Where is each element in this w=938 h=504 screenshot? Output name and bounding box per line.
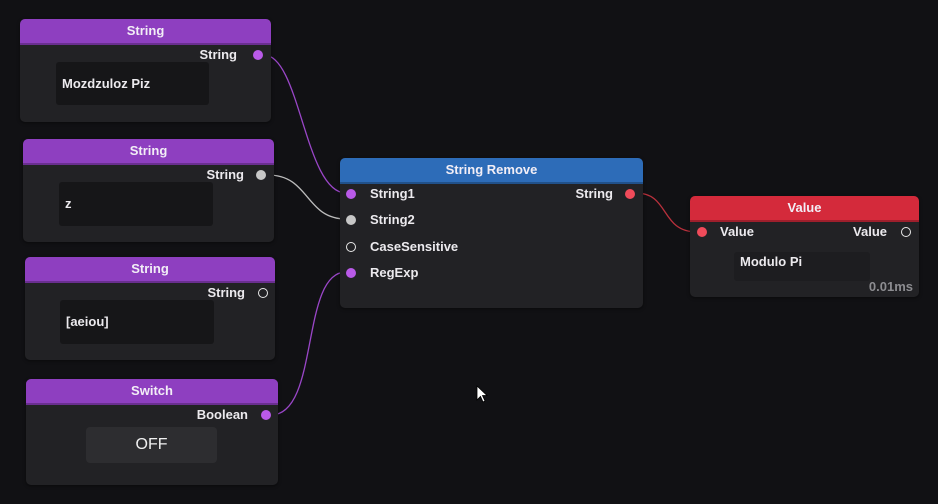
output-label: Value: [853, 224, 887, 239]
output-port-row: String: [206, 167, 244, 183]
input-port-icon[interactable]: [697, 227, 707, 237]
input-port-casesensitive-icon[interactable]: [346, 242, 356, 252]
output-label: String: [207, 285, 245, 300]
node-title[interactable]: Switch: [26, 379, 278, 405]
input-label-string1: String1: [370, 186, 415, 201]
wire-string-to-value[interactable]: [635, 192, 698, 233]
value-display[interactable]: Modulo Pi: [734, 252, 870, 281]
output-port-row: String: [199, 47, 237, 63]
input-port-regexp-icon[interactable]: [346, 268, 356, 278]
input-label-casesensitive: CaseSensitive: [370, 239, 459, 254]
node-title[interactable]: Value: [690, 196, 919, 222]
string-value-text: [aeiou]: [66, 314, 109, 329]
string-value-input[interactable]: [aeiou]: [60, 300, 214, 344]
string-node-2[interactable]: String String z: [23, 139, 274, 242]
switch-toggle-button[interactable]: OFF: [86, 427, 217, 463]
output-port-icon[interactable]: [625, 189, 635, 199]
wire-string2-to-string2[interactable]: [267, 174, 347, 220]
output-port-icon[interactable]: [256, 170, 266, 180]
string-node-1[interactable]: String String Mozdzuloz Piz: [20, 19, 271, 122]
string-value-text: z: [65, 196, 72, 211]
output-label: String: [199, 47, 237, 62]
value-node[interactable]: Value Value Value Modulo Pi 0.01ms: [690, 196, 919, 297]
node-title[interactable]: String: [25, 257, 275, 283]
wire-string1-to-string1[interactable]: [263, 54, 347, 194]
input-label-string2: String2: [370, 212, 415, 227]
output-port-icon[interactable]: [258, 288, 268, 298]
input-port-string1-icon[interactable]: [346, 189, 356, 199]
value-text: Modulo Pi: [740, 254, 803, 269]
output-label: String: [206, 167, 244, 182]
string-value-text: Mozdzuloz Piz: [62, 76, 151, 91]
node-title[interactable]: String: [23, 139, 274, 165]
input-label: Value: [720, 224, 754, 239]
node-title[interactable]: String Remove: [340, 158, 643, 184]
wire-boolean-to-regexp[interactable]: [270, 271, 347, 416]
output-port-icon[interactable]: [253, 50, 263, 60]
output-port-icon[interactable]: [901, 227, 911, 237]
string-remove-node[interactable]: String Remove String1 String2 CaseSensit…: [340, 158, 643, 308]
output-label: String: [575, 186, 613, 201]
output-port-row: Boolean: [197, 407, 248, 423]
string-value-input[interactable]: z: [59, 182, 213, 226]
output-port-row: String: [207, 285, 245, 301]
switch-node[interactable]: Switch Boolean OFF: [26, 379, 278, 485]
node-title[interactable]: String: [20, 19, 271, 45]
input-port-string2-icon[interactable]: [346, 215, 356, 225]
mouse-cursor-icon: [476, 385, 488, 403]
output-port-icon[interactable]: [261, 410, 271, 420]
output-label: Boolean: [196, 407, 248, 422]
string-node-3[interactable]: String String [aeiou]: [25, 257, 275, 360]
input-label-regexp: RegExp: [370, 265, 419, 280]
string-value-input[interactable]: Mozdzuloz Piz: [56, 62, 209, 105]
timing-label: 0.01ms: [868, 279, 913, 294]
